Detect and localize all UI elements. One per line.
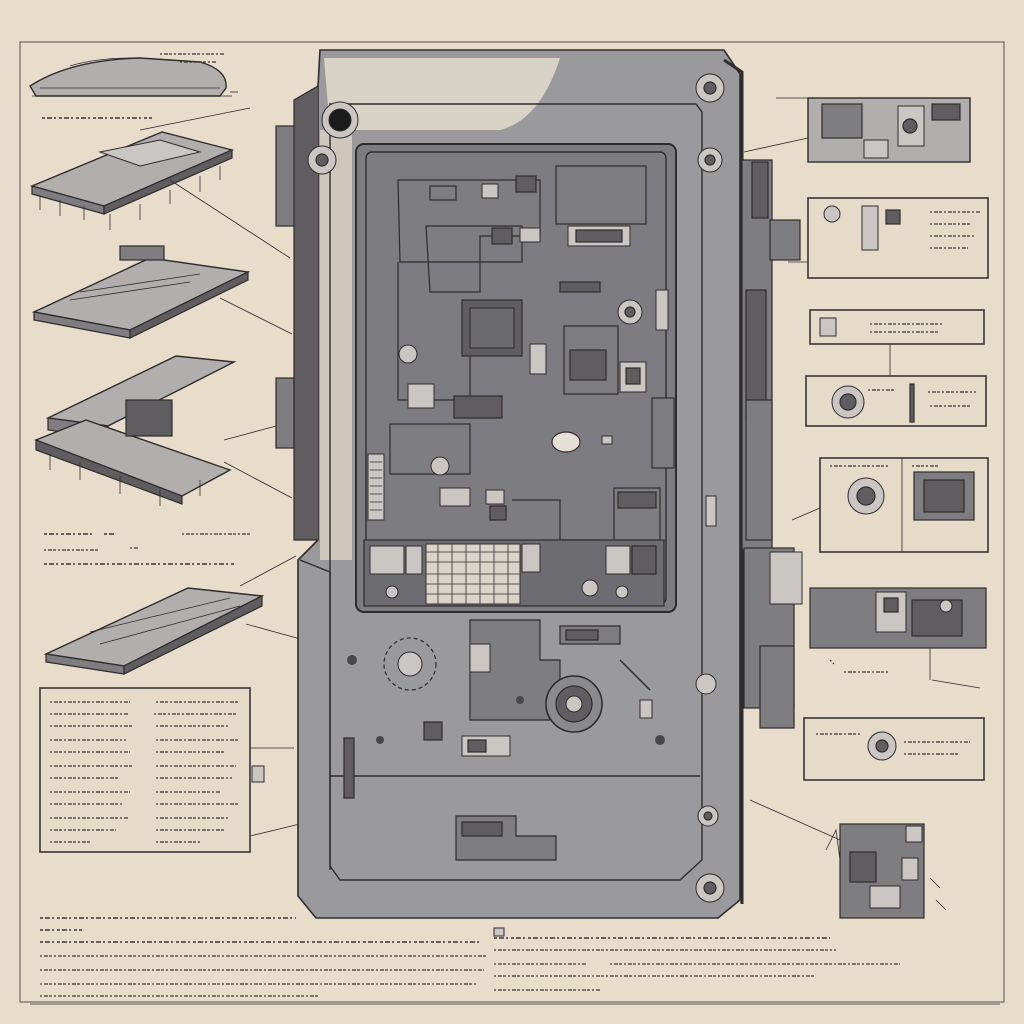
spec-panel xyxy=(39,687,301,853)
detail-panel-1 xyxy=(807,97,971,163)
detail-panel-6 xyxy=(809,587,987,649)
circuit-board xyxy=(355,143,677,613)
screw-icon xyxy=(697,805,719,827)
detail-panel-3 xyxy=(809,309,985,345)
connector-block xyxy=(275,125,297,227)
screw-icon xyxy=(697,147,723,173)
label-scribble xyxy=(160,53,224,63)
leader-line xyxy=(139,107,251,131)
sheet-border xyxy=(19,41,1005,1003)
detail-panel-7 xyxy=(803,717,985,781)
connector-block xyxy=(275,377,295,449)
bottom-spec-text xyxy=(30,917,1000,1005)
leader-line xyxy=(169,179,291,259)
gear-icon xyxy=(307,145,337,175)
side-switch xyxy=(705,495,717,527)
leader-line xyxy=(219,297,293,335)
main-device xyxy=(293,49,744,919)
right-rail xyxy=(741,159,803,729)
device-right-edge xyxy=(723,58,744,904)
part-slab-b xyxy=(31,245,251,339)
device-inner-frame xyxy=(329,103,703,881)
detail-panel-2 xyxy=(807,197,989,279)
device-left-rail xyxy=(293,85,319,541)
detail-panel-8 xyxy=(839,823,925,919)
device-lower-details xyxy=(299,559,717,870)
label-scribble xyxy=(44,547,138,551)
screw-icon xyxy=(695,73,725,103)
lens-icon xyxy=(321,101,359,139)
detail-panel-4 xyxy=(805,375,987,427)
dial-icon xyxy=(545,675,603,733)
part-slab-c xyxy=(43,587,265,675)
keypad-grid xyxy=(425,543,521,605)
part-hull-top xyxy=(29,57,238,97)
leader-line xyxy=(223,461,293,499)
leader-line xyxy=(223,425,277,441)
right-detail-panels xyxy=(743,97,989,919)
left-exploded-parts xyxy=(29,53,305,853)
detail-panel-5 xyxy=(819,457,989,553)
leader-line xyxy=(245,623,305,641)
leader-line xyxy=(239,555,297,587)
part-slab-a xyxy=(29,131,235,230)
part-frame xyxy=(34,355,237,506)
screw-icon xyxy=(695,873,725,903)
